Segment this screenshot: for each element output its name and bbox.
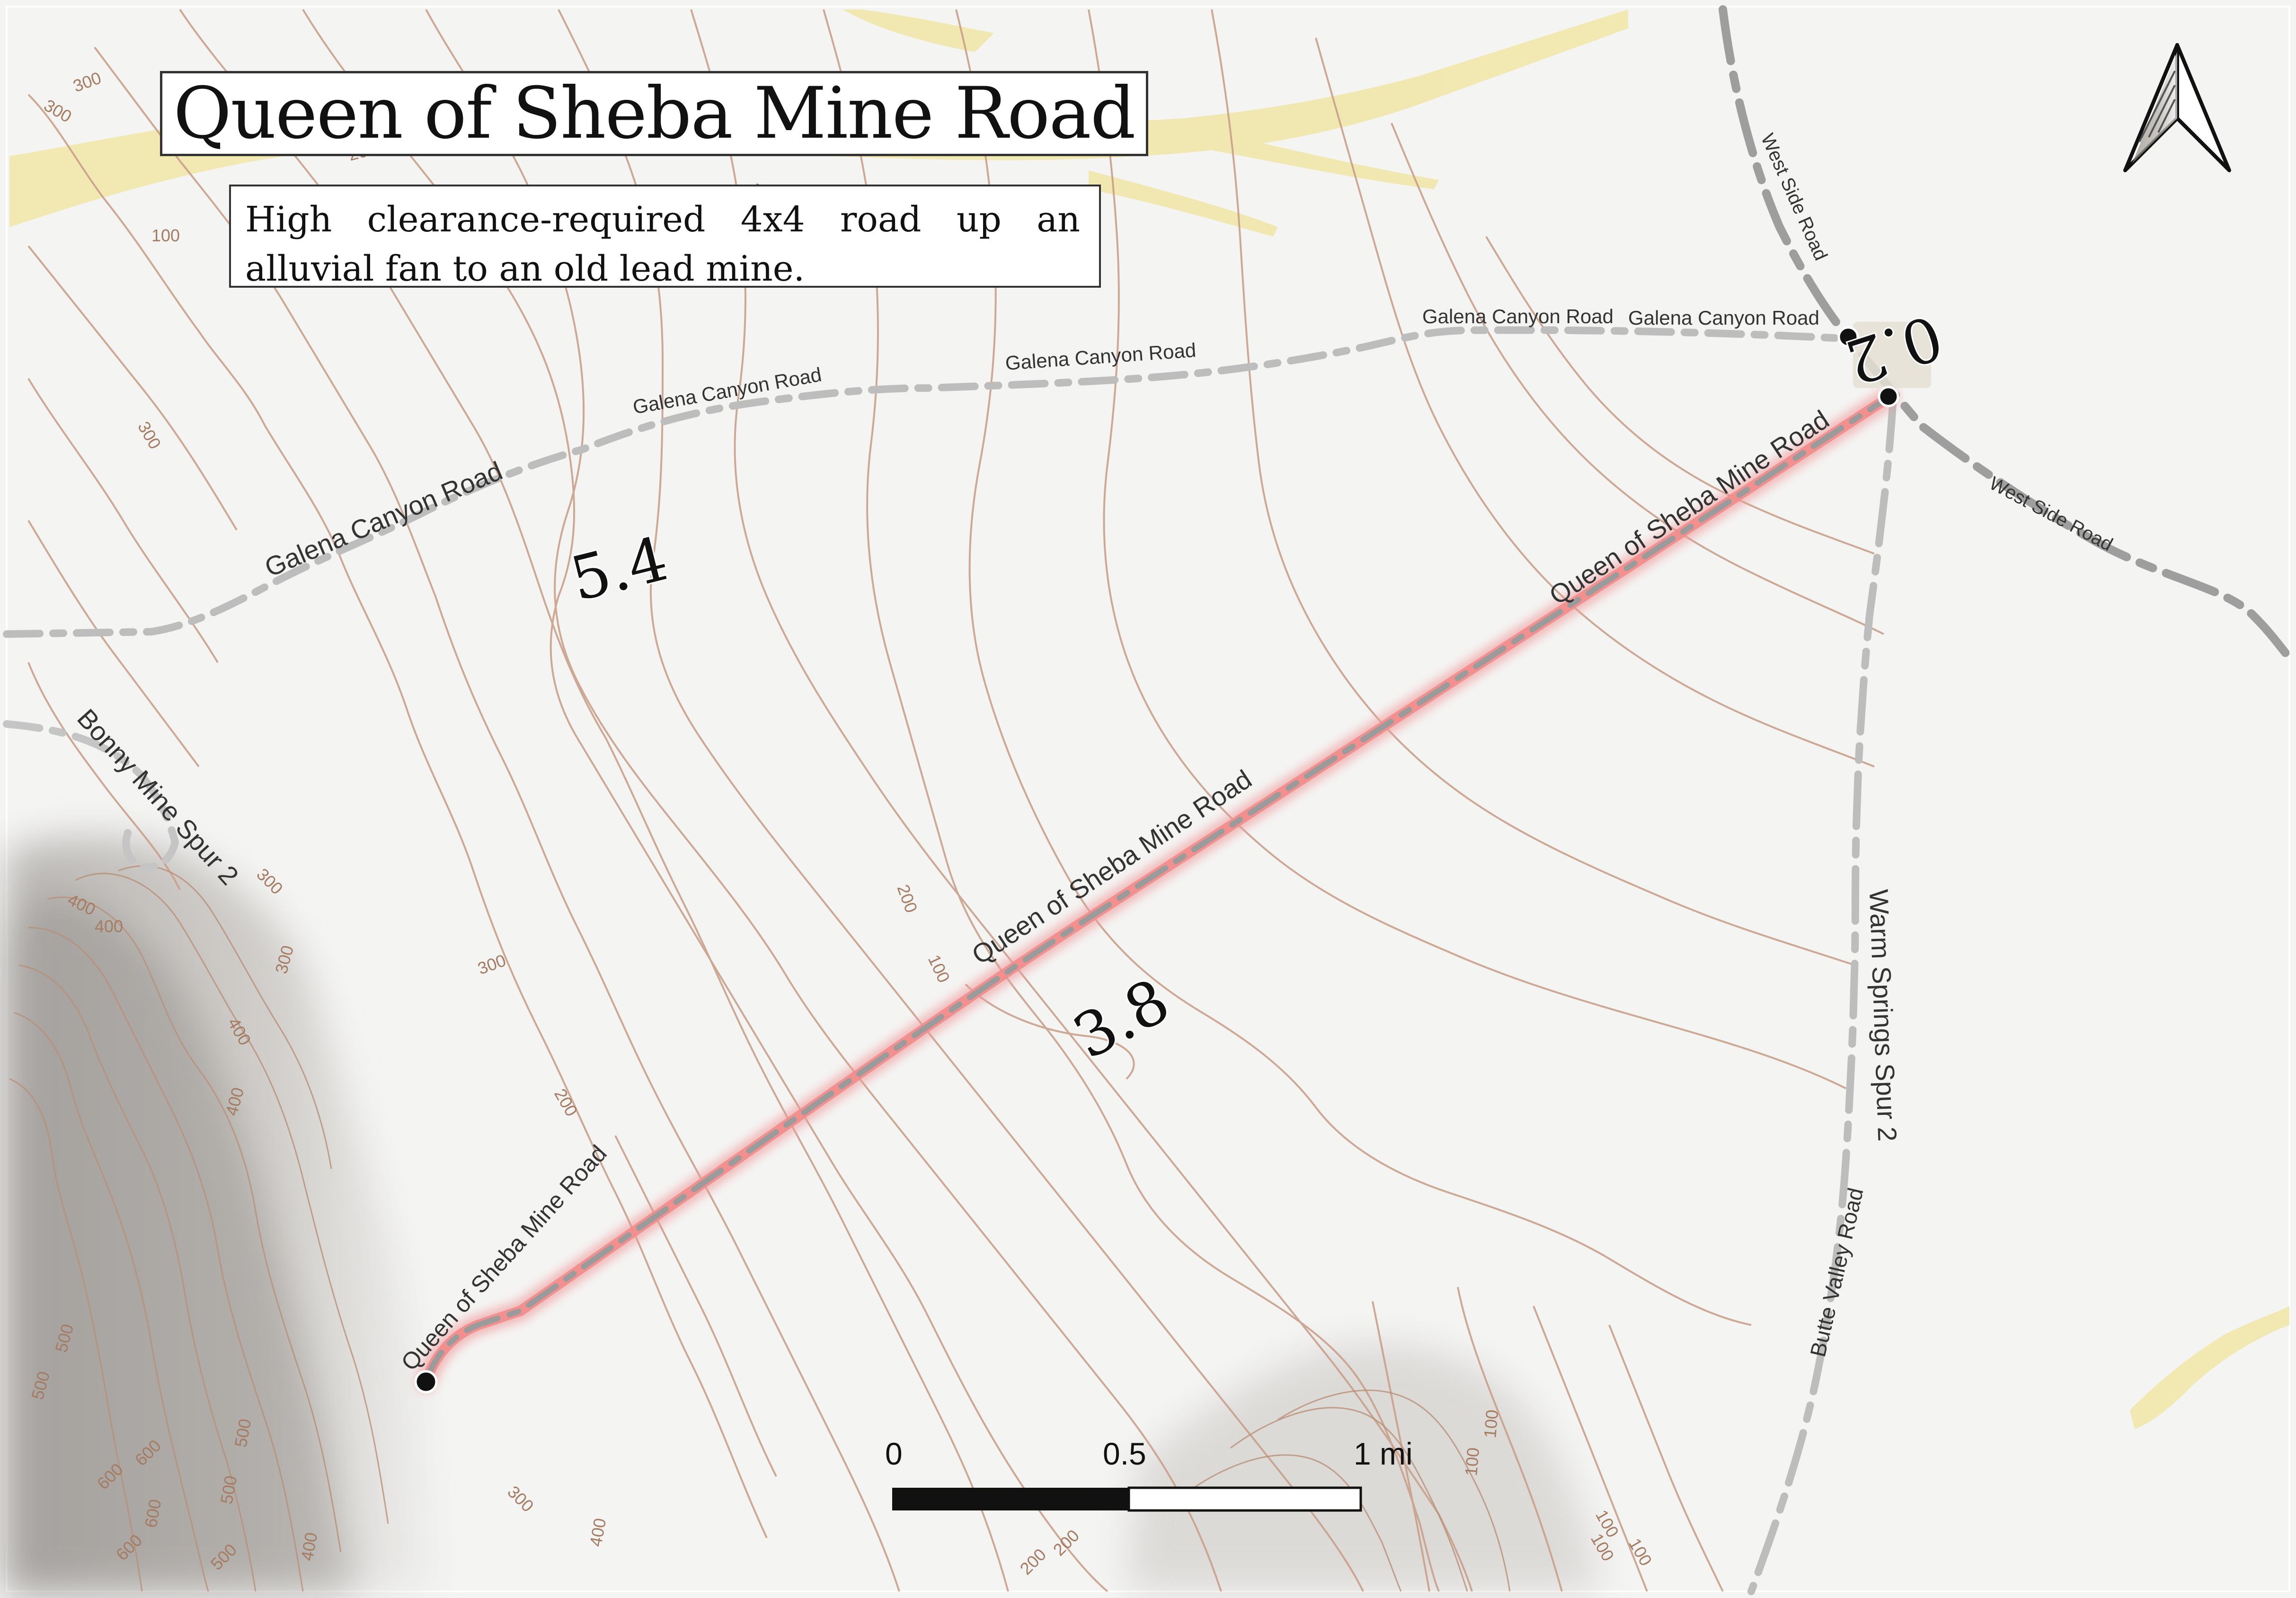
terrain-shading <box>7 836 1600 1591</box>
waypoint-junction-west-side[interactable] <box>1878 386 1899 407</box>
road-label-galena-canyon: Galena Canyon Road <box>1628 307 1819 329</box>
map-description: High clearance-required 4x4 road up an a… <box>245 199 1080 289</box>
map-description-box: High clearance-required 4x4 road up an a… <box>229 185 1101 289</box>
waypoint-markers <box>414 326 1899 1394</box>
waypoint-mine[interactable] <box>414 1370 438 1394</box>
warm-springs-spur-2-road[interactable] <box>1747 394 1897 1595</box>
contour-label: 100 <box>1480 1409 1502 1439</box>
north-arrow-icon <box>2123 43 2231 172</box>
scale-bar-label: 0.5 <box>1103 1436 1146 1471</box>
scale-bar-white-segment <box>1127 1486 1362 1512</box>
map-title: Queen of Sheba Mine Road <box>173 72 1135 155</box>
west-side-road[interactable] <box>1719 5 2294 662</box>
bonny-mine-spur-2-road[interactable] <box>3 720 179 871</box>
contour-label: 100 <box>151 226 180 245</box>
scale-bar-label: 1 mi <box>1354 1436 1413 1471</box>
road-label-galena-canyon: Galena Canyon Road <box>1422 305 1613 327</box>
junction-marker <box>1853 322 1931 388</box>
queen-of-sheba-route[interactable] <box>416 387 1899 1392</box>
contour-label: 100 <box>1461 1447 1483 1476</box>
road-network <box>3 5 2294 1595</box>
contour-label: 400 <box>95 917 123 936</box>
mountain-contours <box>9 865 1511 1592</box>
scale-bar-black-segment <box>892 1488 1129 1510</box>
waypoint-junction-galena[interactable] <box>1837 326 1859 348</box>
galena-canyon-road[interactable] <box>3 326 1845 638</box>
scale-bar: 0 0.5 1 mi <box>885 1436 1413 1512</box>
map-title-box: Queen of Sheba Mine Road <box>160 71 1148 156</box>
scale-bar-label: 0 <box>885 1436 903 1471</box>
